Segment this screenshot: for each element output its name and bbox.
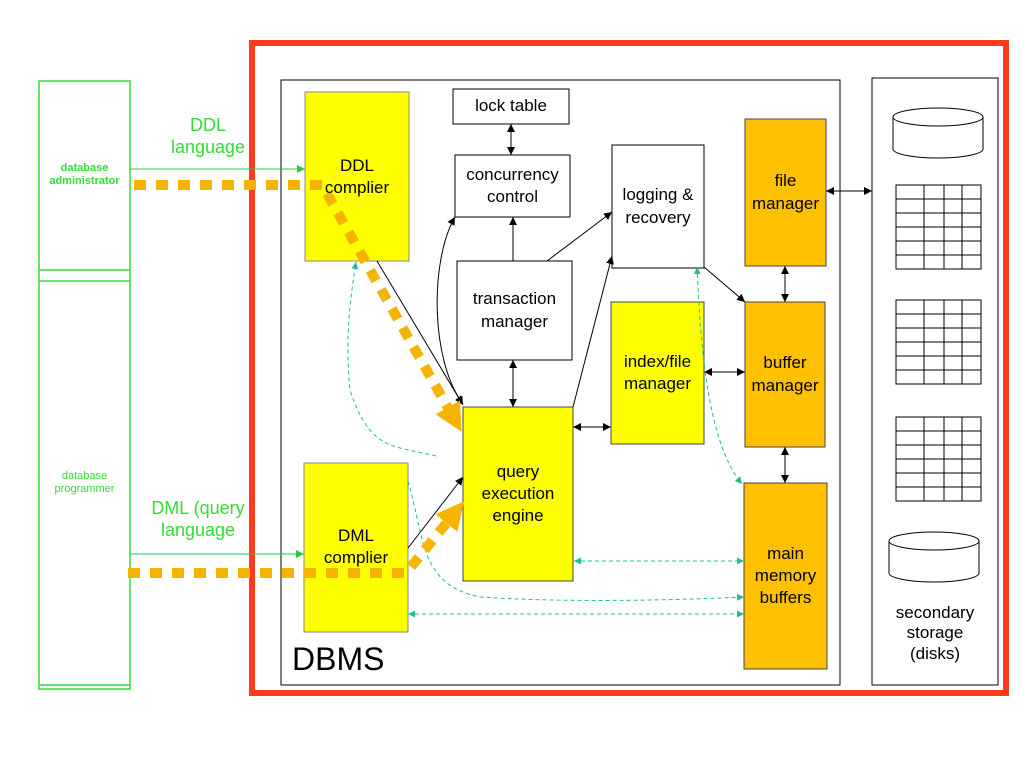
disk-icon xyxy=(888,531,980,583)
dml-compiler-shape xyxy=(303,462,409,633)
storage-table-icon xyxy=(895,299,982,385)
storage-table-icon xyxy=(895,184,982,270)
lock-table-shape xyxy=(452,88,570,125)
ddl-compiler-shape xyxy=(304,91,410,262)
main-memory-buffers-shape xyxy=(743,482,828,670)
dbms-inner-frame xyxy=(280,79,841,686)
disk-icon xyxy=(892,107,984,159)
logging-recovery: logging &recovery xyxy=(622,185,694,227)
query-execution-engine-shape xyxy=(462,406,574,582)
logging-recovery-shape xyxy=(611,144,705,269)
dbms-frame xyxy=(249,40,1009,696)
concurrency-control-shape xyxy=(454,154,571,218)
storage-table-icon xyxy=(895,416,982,502)
users-column xyxy=(38,80,131,690)
buffer-manager-shape xyxy=(744,301,826,448)
index-file-manager-shape xyxy=(610,301,705,445)
lock-table: lock table xyxy=(475,96,547,116)
dbms-label: DBMS xyxy=(292,641,385,677)
secondary-storage-panel xyxy=(871,77,999,686)
